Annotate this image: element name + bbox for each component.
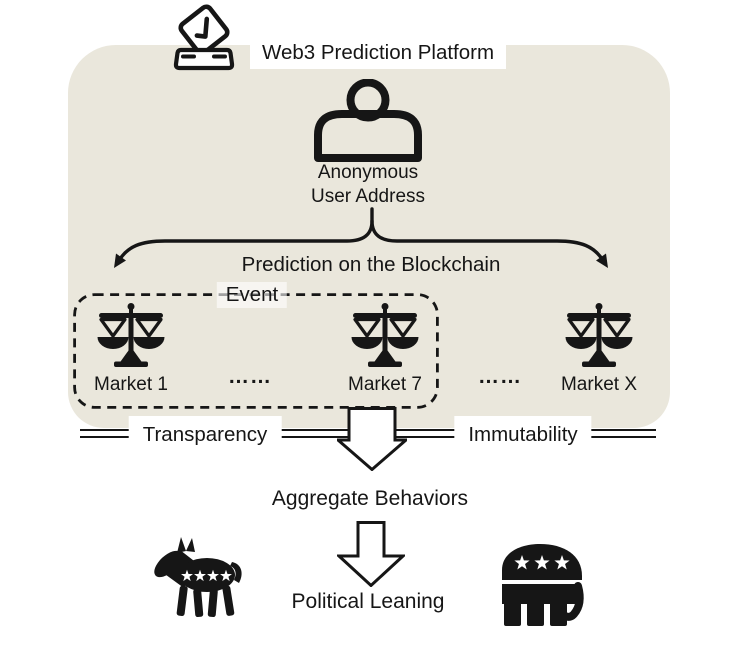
market-label: Market X: [560, 374, 638, 395]
branch-label: Prediction on the Blockchain: [241, 253, 501, 276]
ellipsis-label: ……: [478, 365, 522, 388]
market-label: Market 7: [348, 374, 422, 395]
balance-scale-icon: [95, 302, 167, 369]
aggregate-label: Aggregate Behaviors: [271, 487, 469, 510]
ellipsis-label: ……: [228, 365, 272, 388]
republican-elephant-icon: [502, 544, 584, 626]
down-arrow-icon: [337, 521, 405, 587]
outcome-label: Political Leaning: [291, 590, 445, 613]
anonymous-user-icon: [314, 79, 422, 162]
market-label: Market 1: [94, 374, 168, 395]
balance-scale-icon: [349, 302, 421, 369]
left-branch-arrow: [118, 207, 374, 261]
right-branch-arrow: [370, 219, 604, 261]
right-arrowhead-icon: [596, 253, 608, 268]
transparency-label: Transparency: [128, 416, 282, 454]
branch-arrows: [114, 207, 608, 268]
down-arrow-icon: [337, 407, 407, 471]
immutability-label: Immutability: [454, 416, 592, 454]
balance-scale-icon: [563, 302, 635, 369]
user-label-line1: Anonymous: [317, 162, 419, 183]
left-arrowhead-icon: [114, 253, 126, 268]
democrat-donkey-icon: [154, 537, 242, 618]
event-label: Event: [216, 282, 288, 308]
figure-title: Web3 Prediction Platform: [250, 37, 507, 69]
ballot-box-icon: [173, 4, 235, 71]
user-label-line2: User Address: [310, 186, 426, 207]
